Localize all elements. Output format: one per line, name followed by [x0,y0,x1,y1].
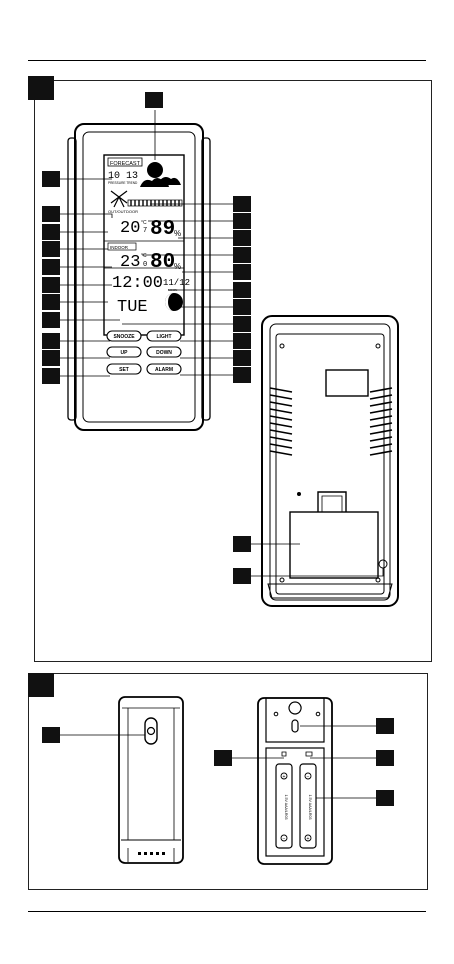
out-temp-decimal: 7 [143,227,147,235]
battery-label-right: 1.5V AAA/LR03 [308,795,312,820]
sensor-grille [138,852,165,855]
date-readout: 10 13 [108,171,138,182]
callouts-front-left [42,92,163,384]
up-button[interactable] [106,346,142,358]
alarm-label: ALARM [155,367,173,373]
callouts-sensor-back [214,718,394,806]
leader-lines-left [60,110,156,377]
battery-left-plus: + [283,774,286,780]
out-pct: % [174,229,181,238]
bar-graph-ticks [130,200,180,206]
figure-a-tag [28,76,54,100]
in-humidity: 80 [150,251,175,274]
figure-b-panel [28,673,428,890]
button-labels: SNOOZE LIGHT UP DOWN SET ALARM [113,334,173,373]
front-buttons [106,330,182,375]
down-label: DOWN [156,350,172,356]
callout-sensor-front [42,727,60,743]
in-temp-decimal: 0 [143,261,147,269]
out-temp: 20 [120,219,140,238]
snooze-label: SNOOZE [113,334,135,340]
leader-lines-sensor-back [232,725,376,799]
moon-icon [165,293,183,311]
back-base-unit [261,315,399,607]
forecast-label: FORECAST [110,161,141,167]
bottom-rule [28,911,426,912]
vent-slots [269,387,393,456]
leader-lines-back [251,543,384,577]
light-button[interactable] [146,330,182,342]
in-pct: % [174,262,181,271]
time-readout: 12:00 [112,274,163,293]
battery-right-plus: + [307,836,310,842]
callouts-back [233,536,251,584]
battery-label-left: 1.5V AAA/LR03 [284,795,288,820]
snooze-button[interactable] [106,330,142,342]
cloud-icon-2 [157,177,181,185]
in-deg: °C [141,253,147,259]
out-humidity: 89 [150,218,175,241]
lcd-display: FORECAST 10 13 PRESSURE TREND OUT/OUTDOO… [107,157,190,317]
battery-markings: + − − + 1.5V AAA/LR03 1.5V AAA/LR03 [283,774,312,842]
top-rule [28,60,426,61]
date-sub: PRESSURE TREND [108,181,138,185]
set-label: SET [119,367,129,373]
up-label: UP [121,350,129,356]
battery-left-minus: − [283,836,286,842]
weekday: TUE [117,298,148,317]
set-button[interactable] [106,363,142,375]
windmill-icon [110,190,128,208]
callouts-front-right [233,196,251,383]
sensor-front [118,696,184,864]
out-deg: °C [141,220,147,226]
date-small: 11/12 [163,278,190,288]
out-label: OUT/OUTDOOR [108,209,138,214]
front-base-unit [67,123,211,431]
figure-b-tag [28,673,54,697]
leader-lines-right [122,203,233,376]
light-label: LIGHT [157,334,172,340]
down-button[interactable] [146,346,182,358]
sun-icon [147,162,163,178]
sensor-back [257,697,333,865]
in-temp: 23 [120,253,140,272]
alarm-button[interactable] [146,363,182,375]
in-label: INDOOR [110,245,129,250]
battery-right-minus: − [307,774,310,780]
